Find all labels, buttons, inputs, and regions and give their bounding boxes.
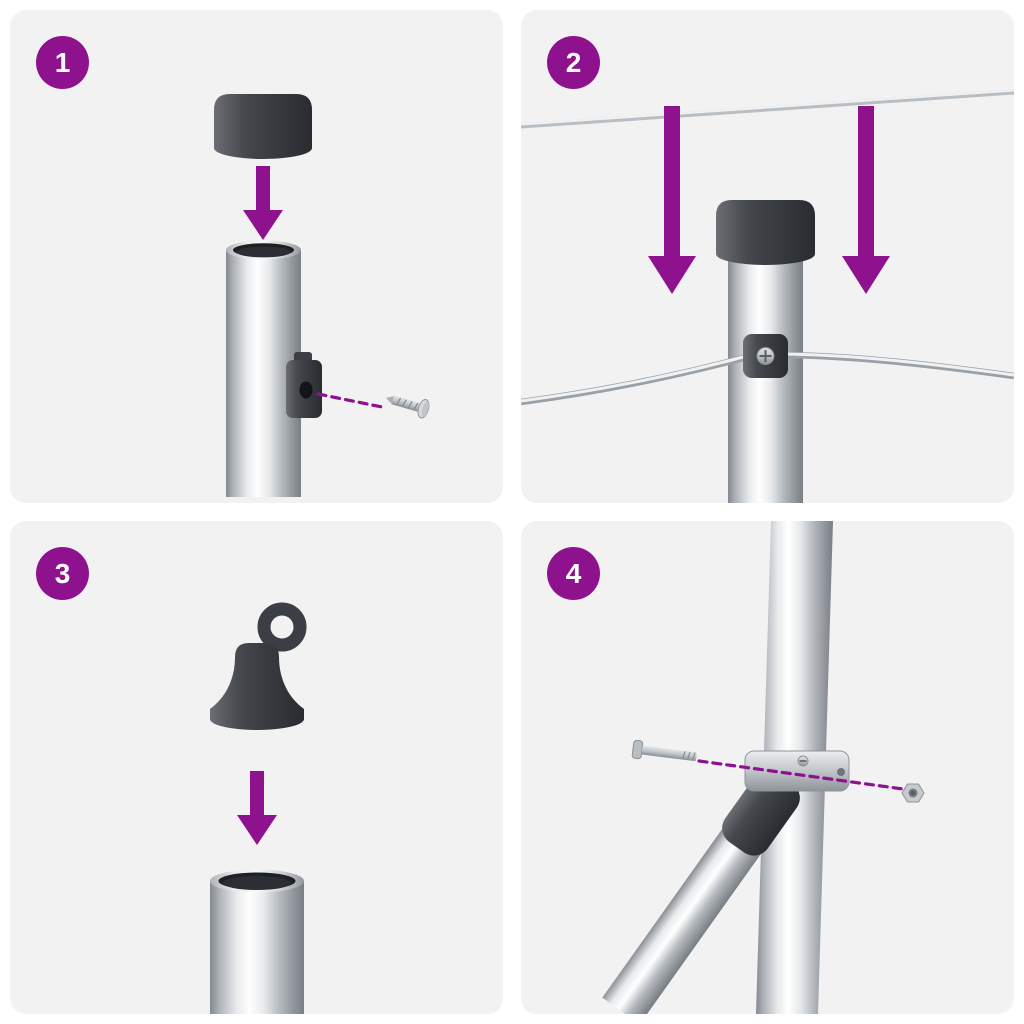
arrow-down-icon [648,106,696,294]
step-number: 3 [54,557,71,589]
post-cap [716,200,815,265]
nut-icon [901,783,925,803]
metal-tube [210,869,304,1014]
step-number: 2 [565,46,582,78]
arrow-down-icon [237,771,277,845]
step-number-badge: 1 [36,36,89,89]
clamp-ear-hole [837,768,845,776]
step-number: 4 [565,557,582,589]
top-tension-wire [521,89,1014,129]
metal-post [728,256,803,503]
step-panel-3: 3 [10,521,503,1014]
wire-clamp [743,334,788,378]
left-tension-wire [521,353,748,406]
eyelet-cap [210,602,307,730]
post-clamp-strap [744,750,850,792]
eyelet-ring [257,602,307,652]
arrow-down-icon [842,106,890,294]
step-number: 1 [54,46,71,78]
step-panel-4: 4 [521,521,1014,1014]
bolt-icon [631,739,697,762]
step-panel-1: 1 [10,10,503,503]
arrow-down-icon [243,166,283,240]
screw-icon [386,395,430,419]
step-1-illustration [214,94,430,497]
post-cap [214,94,312,159]
brace-end-fitting [722,770,800,856]
step-number-badge: 2 [547,36,600,89]
right-tension-wire [782,351,1014,380]
step-number-badge: 4 [547,547,600,600]
step-panel-2: 2 [521,10,1014,503]
screw-bracket [286,352,322,418]
step-number-badge: 3 [36,547,89,600]
bolt-guide-dashed-line [697,759,905,791]
step-3-illustration [210,602,307,1014]
step-4-illustration [602,521,925,1014]
screw-guide-dashed-line [316,392,384,409]
step-2-illustration [521,89,1014,503]
